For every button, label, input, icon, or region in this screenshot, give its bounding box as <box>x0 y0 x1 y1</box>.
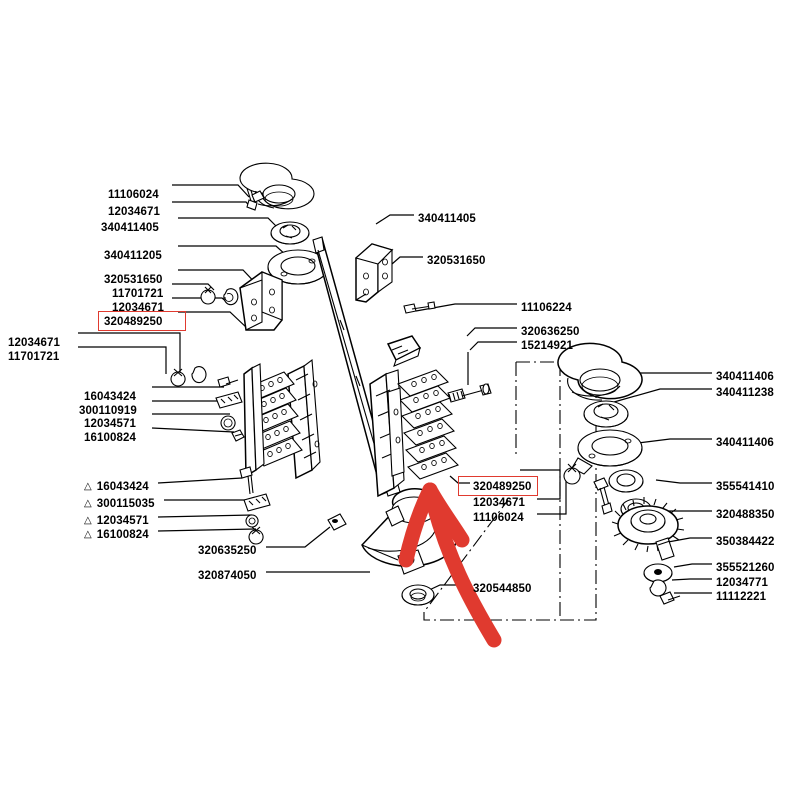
part-small-nut-right <box>563 463 581 485</box>
part-11701721-clip-small <box>200 286 216 305</box>
part-11106224-pin <box>403 301 436 314</box>
part-11112221-bolt-right <box>649 579 681 605</box>
part-label-320636250: 320636250 <box>521 326 580 338</box>
part-320489250-bracket-left <box>239 271 283 331</box>
part-group-lever-stack-center <box>369 369 459 498</box>
part-320544850-seal-ring <box>401 584 435 606</box>
part-label-340411405: 340411405 <box>101 222 159 234</box>
part-320636250-wedge <box>386 335 422 367</box>
part-label-355521260: 355521260 <box>716 562 775 574</box>
part-12034571-washer <box>220 415 236 431</box>
part-340411205-bushing <box>270 221 310 245</box>
part-label-300115035: 300115035 <box>84 498 155 511</box>
part-label-340411205: 340411205 <box>104 250 162 262</box>
part-label-12034771: 12034771 <box>716 577 768 589</box>
part-340411238-bearing-cup <box>583 400 629 428</box>
part-label-350384422: 350384422 <box>716 536 775 548</box>
part-12034771-washer-c <box>643 563 673 583</box>
part-label-12034671-b: 12034671 <box>112 302 164 314</box>
part-16100824-nut <box>231 429 245 442</box>
part-label-12034571: 12034571 <box>84 418 136 430</box>
part-340411406-bearing-upper <box>557 342 643 401</box>
part-320635250-cap <box>327 513 347 531</box>
part-label-15214921: 15214921 <box>521 340 573 352</box>
part-label-11112221: 11112221 <box>716 591 767 603</box>
part-bolt-right-mid <box>593 477 613 515</box>
part-label-11106024: 11106024 <box>108 189 159 201</box>
part-12034571-washer-2 <box>245 514 259 528</box>
part-label-12034571-b: 12034571 <box>84 515 149 528</box>
part-12034671-washer-small <box>223 288 239 306</box>
part-label-11701721: 11701721 <box>112 288 164 300</box>
part-label-300110919: 300110919 <box>79 405 137 417</box>
part-16043424-bolt <box>217 376 239 388</box>
part-label-320874050: 320874050 <box>198 570 257 582</box>
part-label-11106224: 11106224 <box>521 302 572 314</box>
part-340411406-washer-flanged <box>571 429 643 475</box>
part-label-16100824-b: 16100824 <box>84 529 149 542</box>
part-label-320531650: 320531650 <box>104 274 163 286</box>
part-355541410-washer-a <box>608 469 644 493</box>
part-group-lever-pack-left <box>243 358 321 480</box>
part-16100824-nut-2 <box>248 526 264 545</box>
leader-lines-left-triangle <box>157 477 257 532</box>
part-label-320488350: 320488350 <box>716 509 775 521</box>
fasteners-left-upper <box>170 366 245 442</box>
part-label-340411406: 340411406 <box>716 371 774 383</box>
part-350384422-key <box>655 537 675 561</box>
part-label-340411406-b: 340411406 <box>716 437 774 449</box>
part-15214921-long-bolt <box>447 383 492 403</box>
part-label-12034671-d: 12034671 <box>473 497 525 509</box>
leader-lines-bottom-left <box>266 526 370 573</box>
part-label-340411238: 340411238 <box>716 387 774 399</box>
part-320531650-washer-large <box>267 249 329 285</box>
part-label-12034671-c: 12034671 <box>8 337 60 349</box>
part-label-12034671: 12034671 <box>108 206 160 218</box>
part-label-320635250: 320635250 <box>198 545 257 557</box>
part-label-320531650-b: 320531650 <box>427 255 486 267</box>
part-300110919-nut-block <box>215 391 243 409</box>
leader-lines-top-left <box>172 184 288 330</box>
lever-plates-center <box>397 369 459 480</box>
part-label-16043424-b: 16043424 <box>84 481 149 494</box>
part-label-11701721-b: 11701721 <box>8 351 60 363</box>
part-label-16100824: 16100824 <box>84 432 136 444</box>
fasteners-left-triangle <box>239 466 271 545</box>
part-label-11106024-b: 11106024 <box>473 512 524 524</box>
part-label-355541410: 355541410 <box>716 481 775 493</box>
red-highlight-arrow <box>398 482 502 648</box>
part-label-340411405-b: 340411405 <box>418 213 476 225</box>
part-label-16043424: 16043424 <box>84 391 136 403</box>
part-340411405-flange-ring <box>239 162 315 210</box>
part-label-320489250-center: 320489250 <box>473 481 532 493</box>
part-300115035-nut-block-2 <box>243 493 271 512</box>
part-320531650-bracket-right <box>354 243 394 303</box>
part-label-320544850: 320544850 <box>473 583 532 595</box>
leader-lines-left <box>78 332 235 433</box>
part-355521260-gear-sprocket <box>611 497 685 553</box>
part-label-320489250-left: 320489250 <box>104 316 163 328</box>
part-16043424-bolt-2 <box>239 466 254 495</box>
